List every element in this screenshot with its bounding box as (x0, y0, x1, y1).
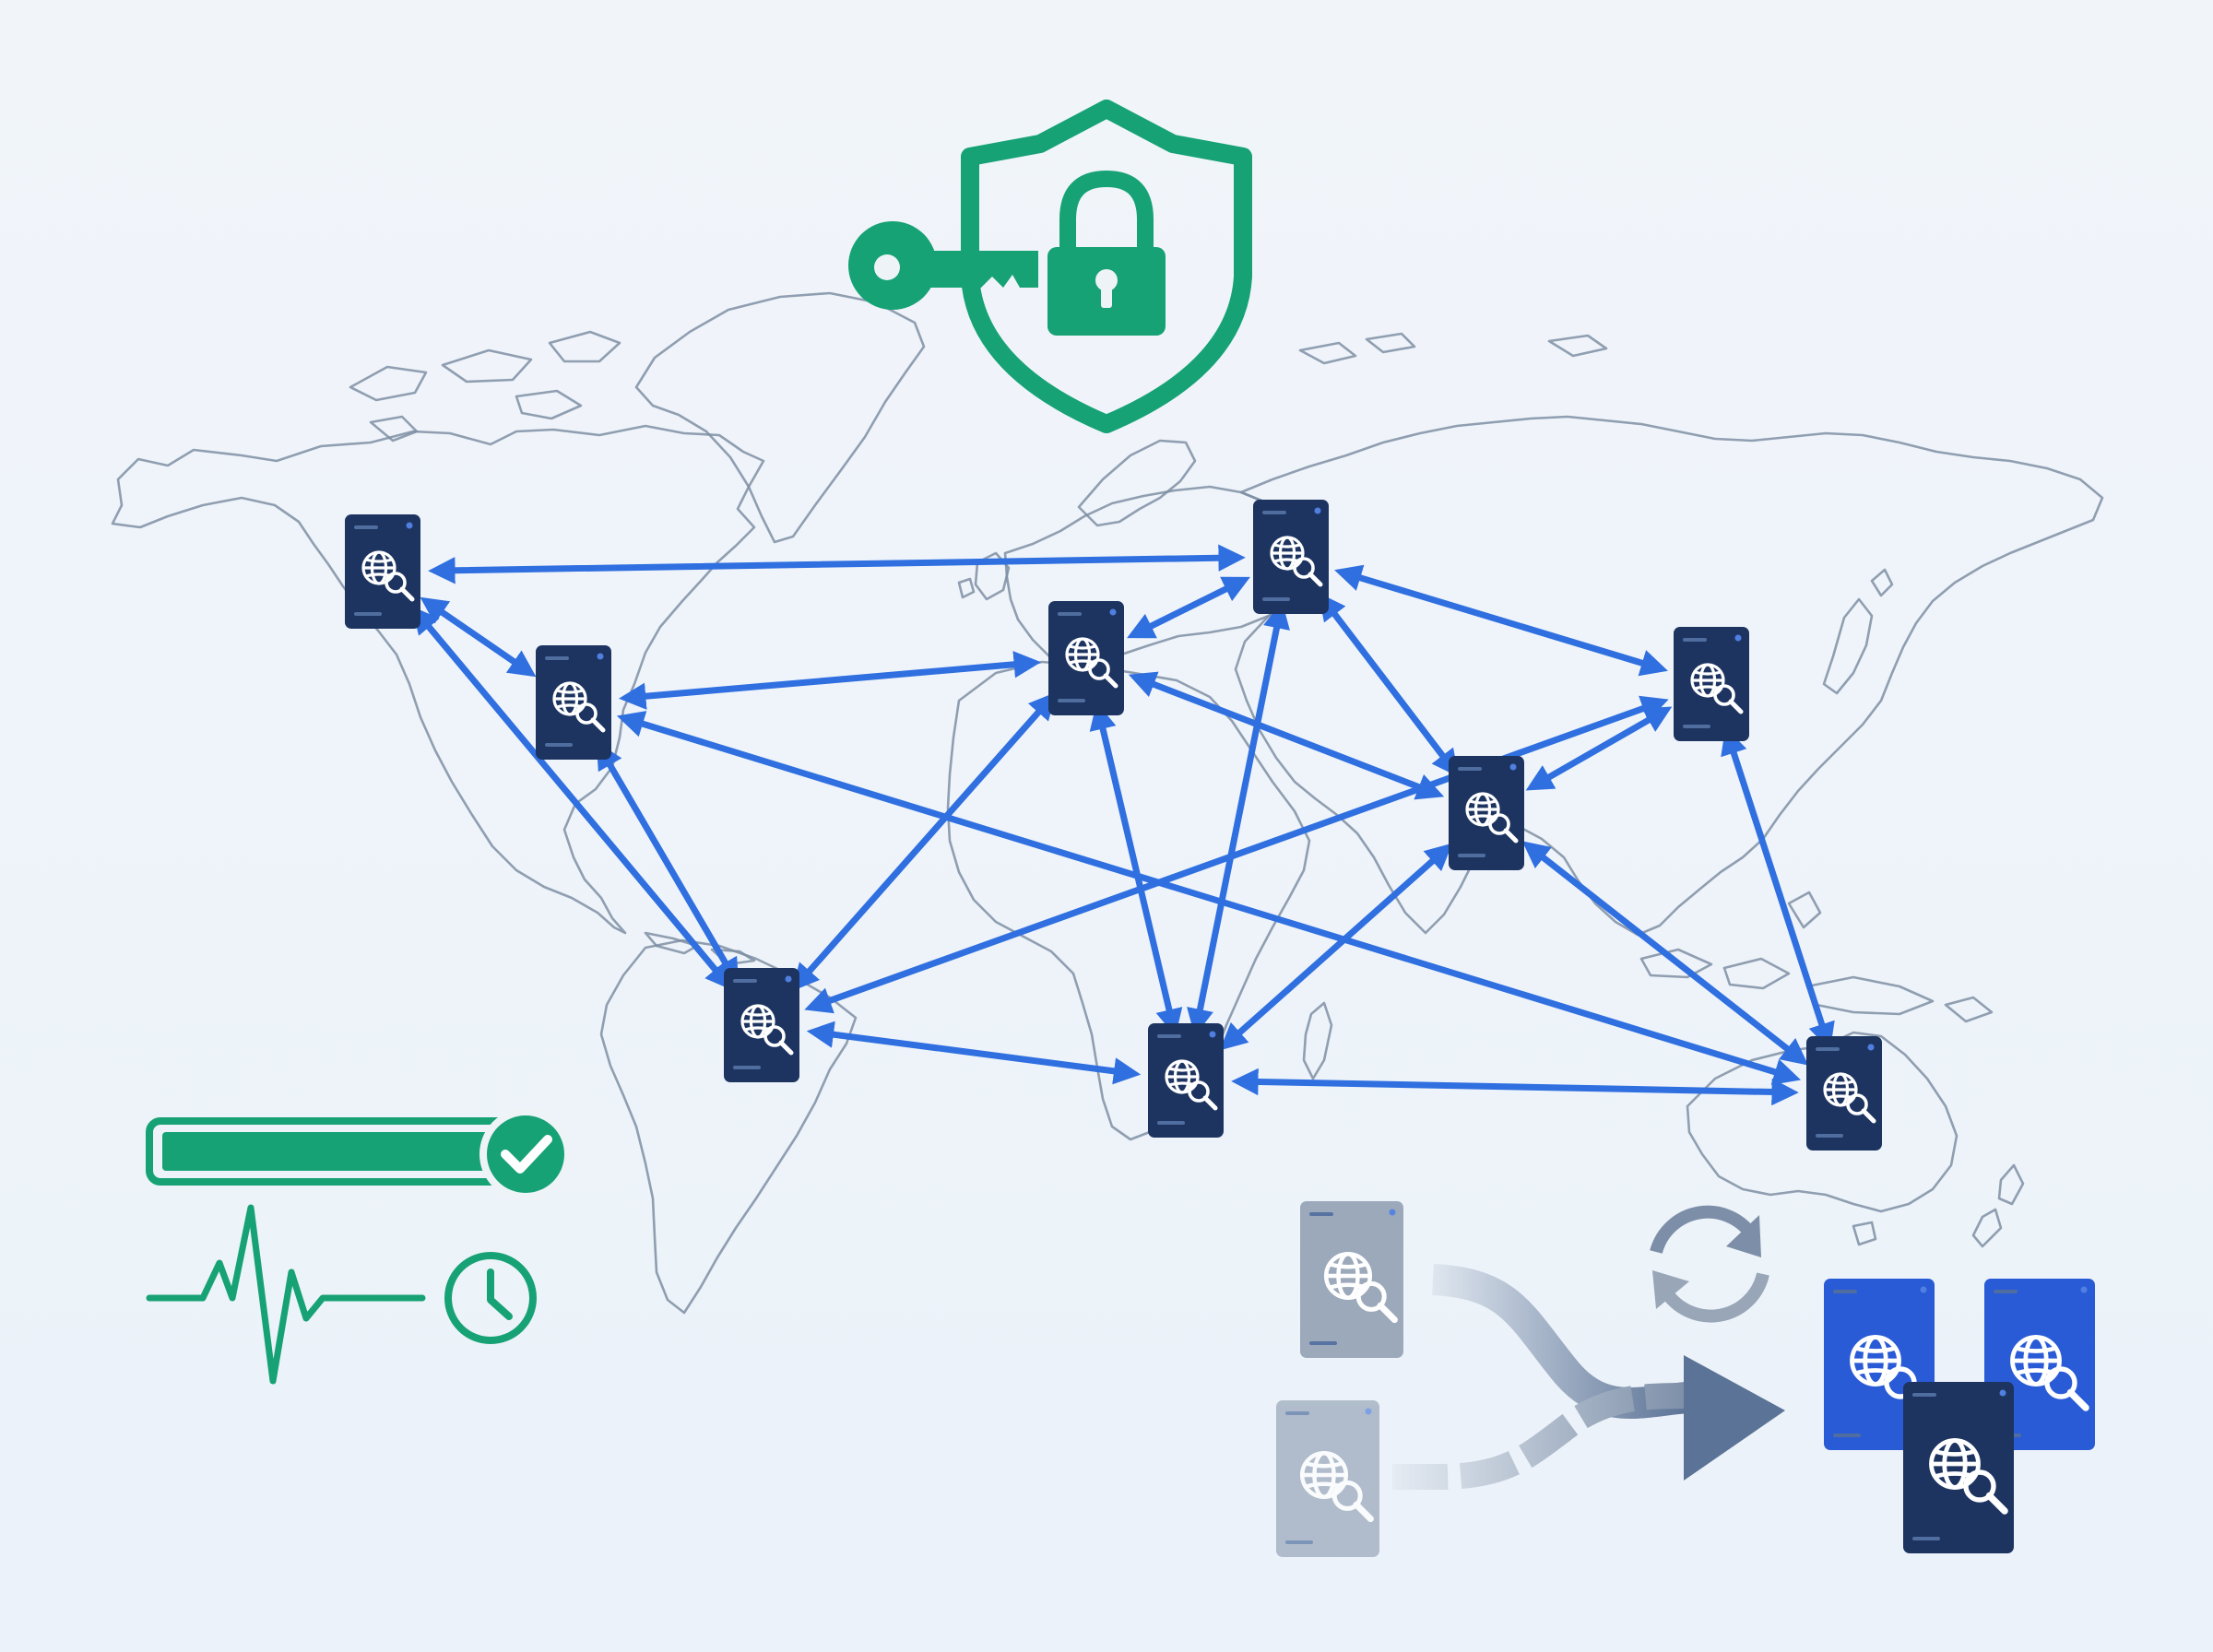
network-nodes (345, 500, 1882, 1150)
link-western-europe-south-asia (1128, 671, 1445, 800)
server-node-western-europe (1048, 601, 1124, 715)
link-southern-africa-australia (1231, 1068, 1799, 1106)
server-node-north-america-west (345, 514, 420, 629)
link-south-asia-australia (1521, 841, 1809, 1066)
link-north-america-west-north-america-east (420, 596, 537, 678)
sync-icon (1650, 1205, 1769, 1323)
server-body (1674, 627, 1749, 741)
server-node-north-america-east (536, 645, 611, 760)
greenland-outline (634, 291, 926, 544)
security-cluster (848, 100, 1252, 433)
key-icon (848, 221, 1038, 310)
link-eastern-europe-south-asia (1318, 593, 1460, 777)
server-body (1148, 1023, 1224, 1138)
link-south-asia-southern-africa (1219, 843, 1453, 1051)
server-body (1276, 1400, 1379, 1557)
replica-server-3 (1903, 1382, 2014, 1553)
progress-fill (162, 1132, 505, 1171)
clock-icon (444, 1252, 537, 1344)
tasmania-outline (1852, 1221, 1877, 1246)
madagascar-outline (1302, 1001, 1333, 1080)
shield-icon (961, 100, 1252, 433)
heartbeat-icon (146, 1204, 426, 1385)
scandinavia-outline (1077, 439, 1197, 527)
server-body (1048, 601, 1124, 715)
arctic-islands-outline (349, 330, 1608, 442)
link-north-america-west-eastern-europe (428, 544, 1246, 584)
merge-arrow-icon (1392, 1264, 1785, 1490)
server-body (1300, 1201, 1403, 1358)
japan-outline (1822, 568, 1894, 695)
link-eastern-europe-southern-africa (1187, 601, 1290, 1036)
migration-cluster (1276, 1201, 2095, 1557)
legacy-server-2 (1276, 1400, 1379, 1557)
migration-servers (1276, 1201, 2095, 1557)
progress-bar (146, 1117, 522, 1186)
link-south-america-southern-africa (806, 1021, 1142, 1085)
server-node-south-asia (1449, 756, 1524, 870)
status-cluster (146, 1108, 572, 1385)
server-node-australia (1806, 1036, 1882, 1150)
legacy-server-1 (1300, 1201, 1403, 1358)
network-links (411, 544, 1835, 1106)
server-node-south-america (724, 968, 799, 1082)
server-body (345, 514, 420, 629)
server-body (1253, 500, 1329, 614)
link-western-europe-south-america (791, 691, 1057, 992)
server-node-eastern-europe (1253, 500, 1329, 614)
server-body (724, 968, 799, 1082)
asia-outline (1234, 415, 2104, 937)
server-body (1903, 1382, 2014, 1553)
link-north-america-east-western-europe (619, 651, 1041, 710)
padlock-icon (1047, 170, 1166, 336)
server-node-east-asia (1674, 627, 1749, 741)
server-node-southern-africa (1148, 1023, 1224, 1138)
server-body (1806, 1036, 1882, 1150)
server-body (1449, 756, 1524, 870)
link-western-europe-eastern-europe (1127, 576, 1250, 639)
link-east-asia-australia (1721, 726, 1835, 1051)
server-body (536, 645, 611, 760)
new-zealand-outline (1971, 1163, 2025, 1248)
link-eastern-europe-east-asia (1334, 564, 1668, 677)
link-east-asia-south-america (804, 695, 1669, 1014)
checkmark-icon (479, 1108, 572, 1200)
